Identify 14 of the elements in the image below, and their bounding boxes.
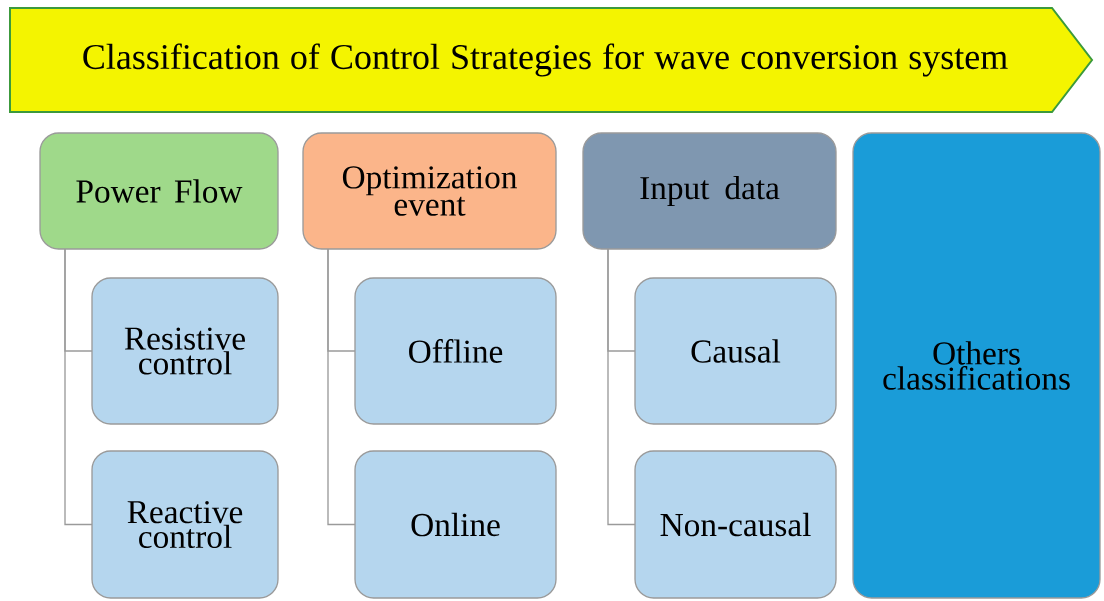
subcategory-box: Offline (354, 277, 557, 425)
subcategory-box: Causal (634, 277, 837, 425)
subcategory-box: Non-causal (634, 450, 837, 599)
subcategory-box: Resistive control (91, 277, 279, 425)
subcategory-box: Online (354, 450, 557, 599)
category-box: Others classifications (852, 132, 1101, 599)
category-box: Optimization event (302, 132, 557, 250)
subcategory-box: Reactive control (91, 450, 279, 599)
category-box: Power Flow (39, 132, 279, 250)
title-banner: Classification of Control Strategies for wave conversion system (9, 7, 1094, 113)
connector-line (327, 248, 356, 526)
category-box: Input data (582, 132, 837, 250)
connector-line (64, 248, 93, 526)
connector-line (607, 248, 636, 526)
